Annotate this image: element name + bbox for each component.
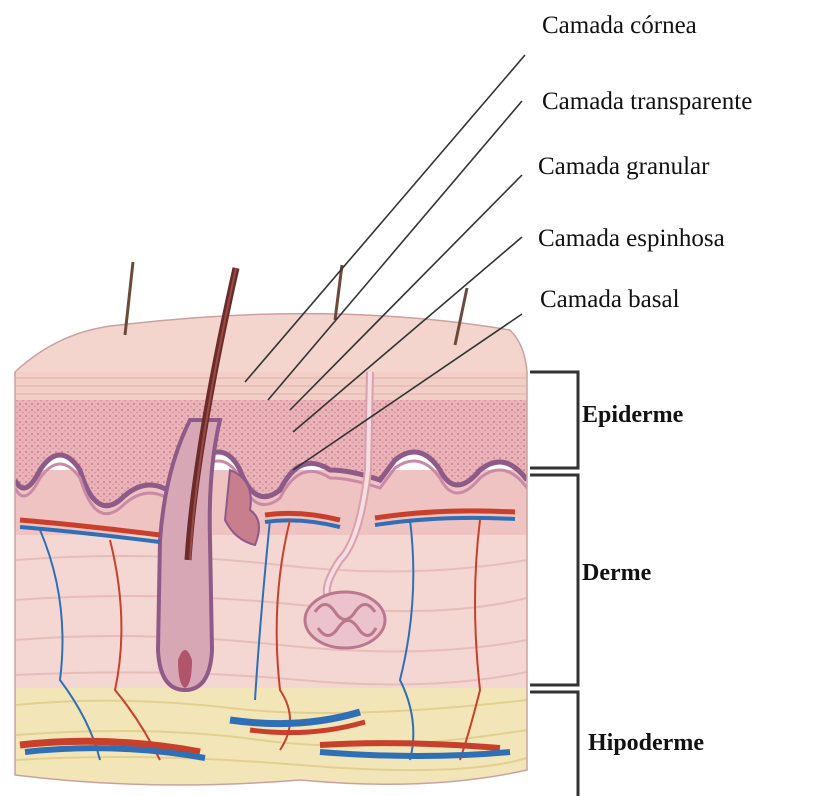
section-brackets xyxy=(530,372,578,796)
bracket-derme xyxy=(530,475,578,685)
label-camada-cornea: Camada córnea xyxy=(542,12,697,39)
bracket-epiderme xyxy=(530,372,578,468)
skin-block xyxy=(0,300,540,796)
label-camada-transparente: Camada transparente xyxy=(542,88,752,115)
label-hipoderme: Hipoderme xyxy=(588,730,704,756)
stratum-corneum xyxy=(0,300,540,378)
label-derme: Derme xyxy=(582,560,652,586)
label-camada-granular: Camada granular xyxy=(538,153,710,180)
label-camada-espinhosa: Camada espinhosa xyxy=(538,225,725,252)
bracket-hipoderme xyxy=(530,692,578,796)
label-epiderme: Epiderme xyxy=(582,402,684,428)
label-camada-basal: Camada basal xyxy=(540,286,680,313)
